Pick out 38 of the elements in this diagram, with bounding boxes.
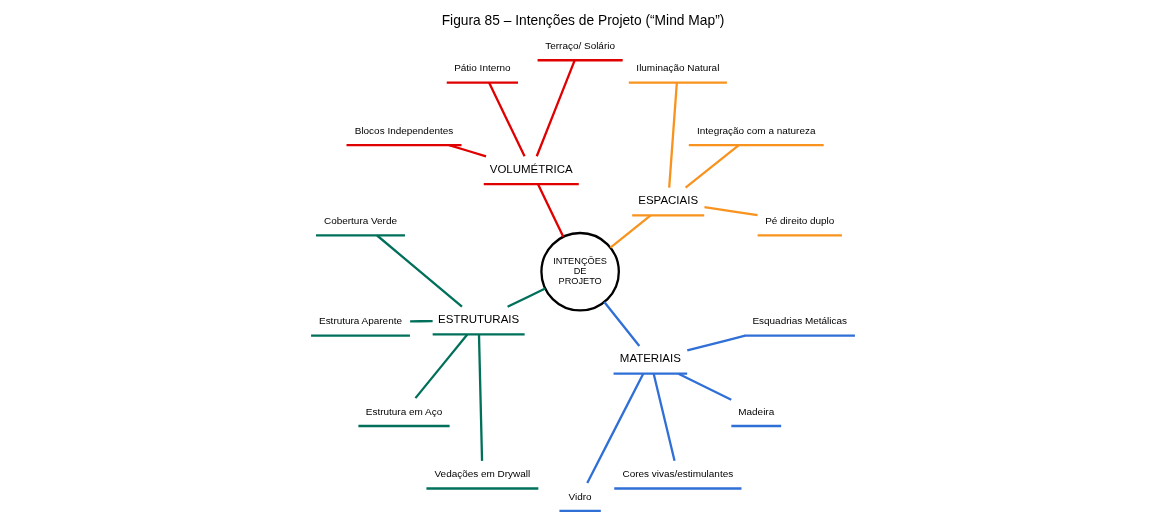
node-text: ESPACIAIS <box>637 194 698 207</box>
node-text: Integração com a natureza <box>696 124 815 136</box>
node-text: Pátio Interno <box>453 62 511 74</box>
connector <box>409 319 433 323</box>
connector <box>703 205 758 217</box>
connector <box>652 373 676 462</box>
diagram-title: Figura 85 – Intenções de Projeto (“Mind Map”) <box>441 13 724 29</box>
connector <box>535 60 576 157</box>
node-text: Cores vivas/estimulantes <box>622 468 733 480</box>
connector <box>684 144 740 189</box>
node-text: Blocos Independentes <box>354 124 453 136</box>
connector <box>602 301 640 347</box>
connector <box>477 334 483 461</box>
connector <box>677 372 732 401</box>
connector <box>536 183 564 238</box>
connector <box>609 214 651 249</box>
node-text: Pé direito duplo <box>764 215 834 227</box>
node-circle: INTENÇÕES DE PROJETO <box>539 231 620 312</box>
node-text: VOLUMÉTRICA <box>489 162 573 175</box>
node-text: Cobertura Verde <box>323 215 397 227</box>
connector <box>667 82 678 188</box>
connector <box>375 234 463 308</box>
connector <box>506 287 546 308</box>
connector <box>448 144 486 158</box>
node-text: Vidro <box>568 490 592 502</box>
connector <box>686 334 745 352</box>
node-text: Estrutura em Aço <box>365 405 442 417</box>
node-text: MATERIAIS <box>619 352 681 365</box>
connector <box>487 82 526 157</box>
connector <box>414 333 468 399</box>
node-text: Madeira <box>737 405 774 417</box>
node-text: Terraço/ Solário <box>544 40 615 52</box>
node-text: Estrutura Aparente <box>318 315 402 327</box>
connector <box>585 373 644 484</box>
node-text: Iluminação Natural <box>635 62 719 74</box>
node-text: ESTRUTURAIS <box>437 313 519 326</box>
node-text: Esquadrias Metálicas <box>751 315 847 327</box>
node-text: Vedações em Drywall <box>434 468 530 480</box>
